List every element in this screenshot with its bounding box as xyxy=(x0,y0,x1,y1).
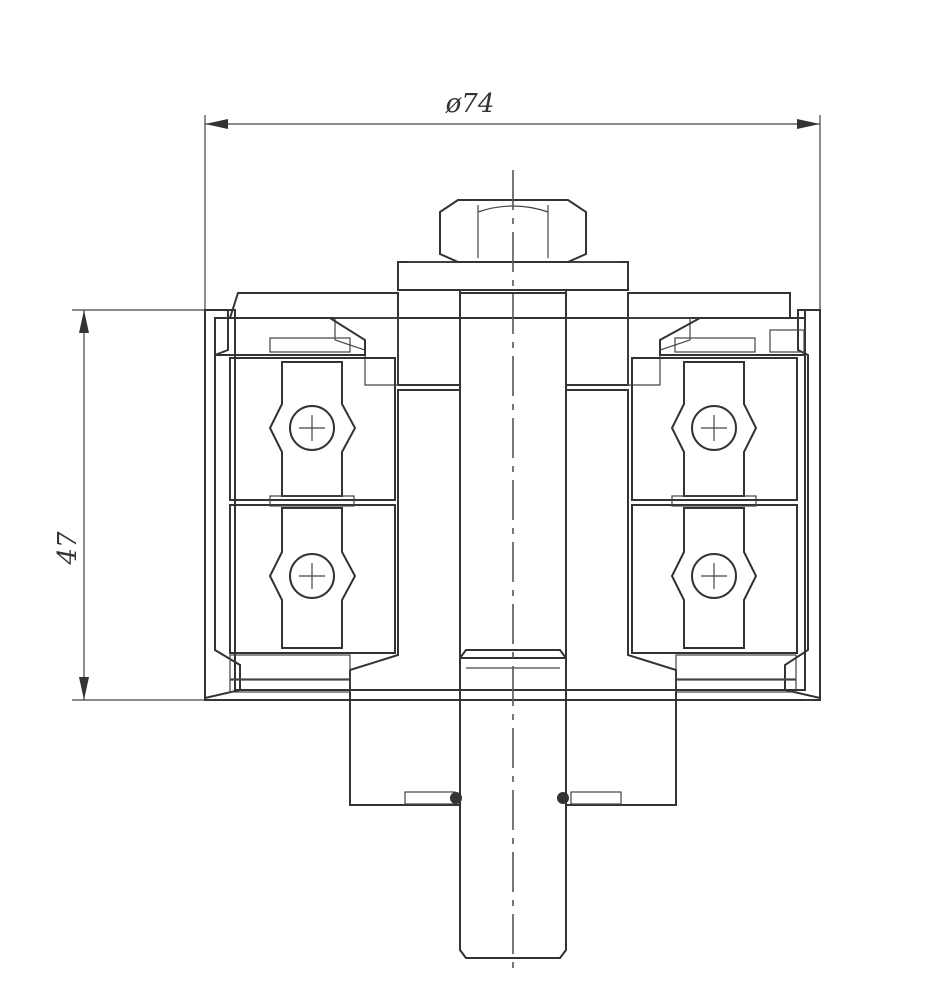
retaining-ring xyxy=(404,791,622,805)
bearing-left-lower xyxy=(229,504,396,654)
spacer-left xyxy=(269,495,355,507)
bearing-left-upper xyxy=(229,357,396,501)
arrowhead-left xyxy=(205,119,228,129)
cover-washer xyxy=(228,292,791,386)
pulley-outer-ring xyxy=(204,309,821,701)
bearing-right-lower xyxy=(631,504,798,654)
ball-icon xyxy=(289,553,335,599)
arrowhead-right xyxy=(797,119,820,129)
height-dimension: 47 xyxy=(53,309,205,701)
diameter-label: ø74 xyxy=(445,89,495,119)
diameter-dimension: ø74 xyxy=(204,89,821,310)
ball-icon xyxy=(691,405,737,451)
ball-icon xyxy=(691,553,737,599)
seals-top xyxy=(214,317,806,356)
bearing-right-upper xyxy=(631,357,798,501)
ball-icon xyxy=(289,405,335,451)
spacer-right xyxy=(671,495,757,507)
arrowhead-top xyxy=(79,310,89,333)
arrowhead-bottom xyxy=(79,677,89,700)
height-label: 47 xyxy=(53,531,83,566)
